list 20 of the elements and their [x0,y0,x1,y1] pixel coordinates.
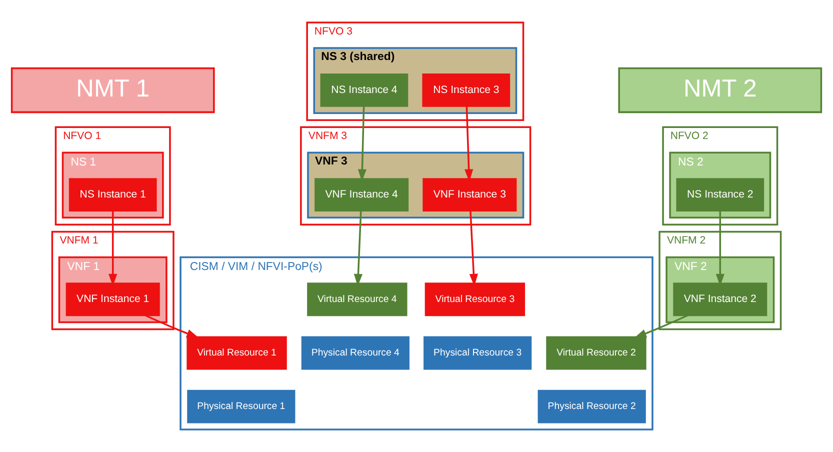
node-box: NS Instance 1 [68,178,157,212]
node-box: Physical Resource 1 [187,390,296,424]
node-box: VNF Instance 1 [66,282,160,316]
node-box: Virtual Resource 4 [307,282,408,316]
node-box: NMT 2 [618,67,822,114]
node-box: VNF Instance 4 [314,178,409,212]
node-box: Virtual Resource 1 [186,336,287,370]
node-box: NS Instance 4 [320,74,408,107]
node-box: Physical Resource 3 [424,336,532,370]
arrow [634,314,688,338]
node-box: NMT 1 [10,67,215,114]
node-box: Physical Resource 2 [538,390,646,424]
node-box: Virtual Resource 3 [424,282,526,316]
node-box: VNF Instance 2 [673,282,768,316]
node-box: Virtual Resource 2 [546,336,646,370]
node-box: NS Instance 3 [422,74,510,107]
node-box: VNF Instance 3 [422,178,517,212]
node-box: NS Instance 2 [676,178,764,212]
node-box: Physical Resource 4 [301,336,410,370]
arrow [144,314,199,338]
